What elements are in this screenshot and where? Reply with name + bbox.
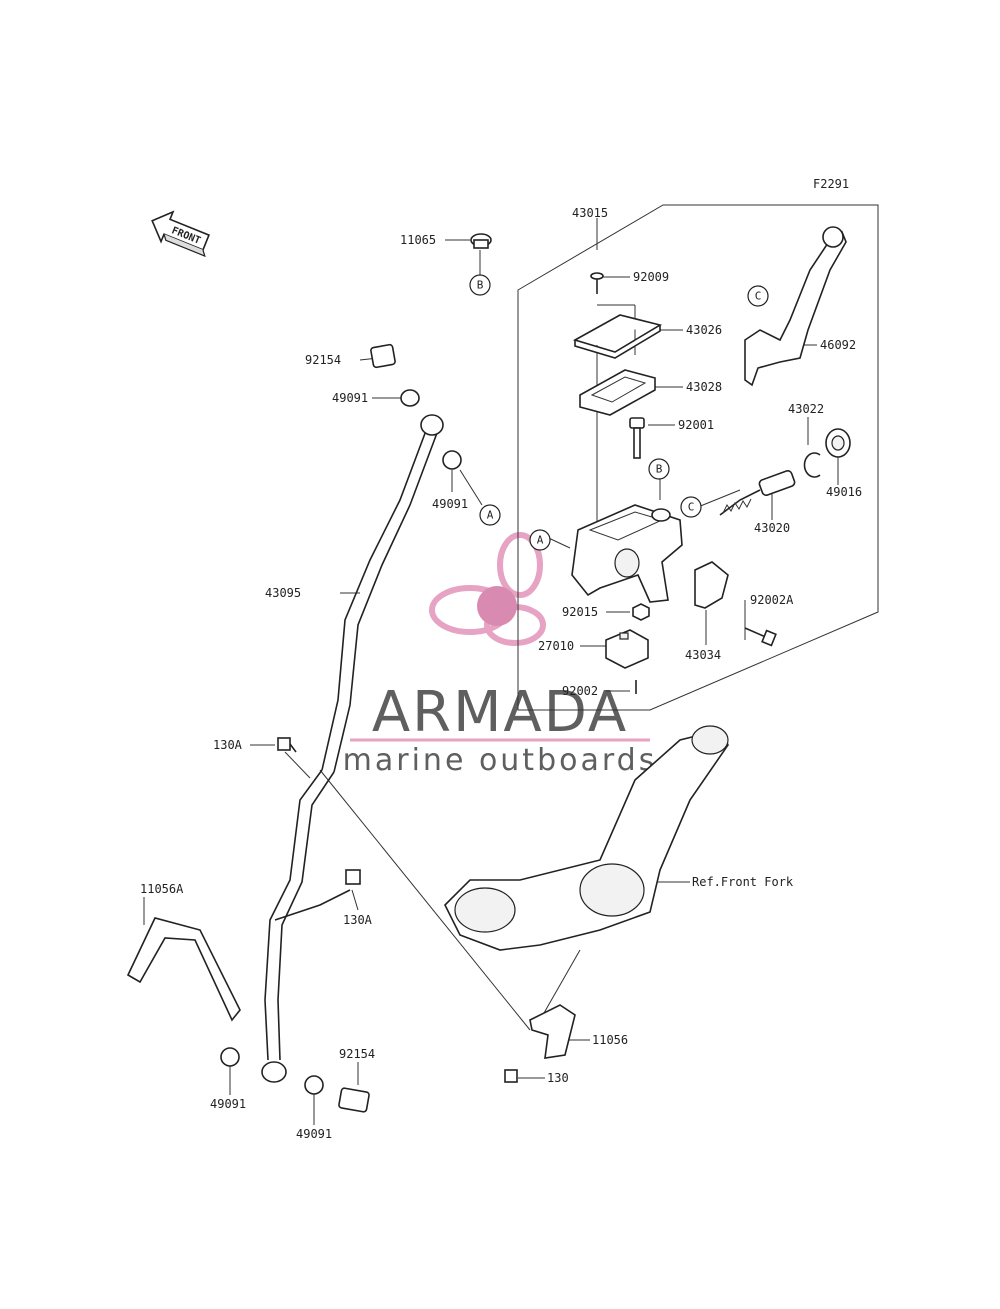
front-arrow-icon: FRONT [151,210,210,258]
label-43022: 43022 [788,402,824,416]
part-92001-bolt [629,417,645,459]
svg-text:B: B [656,463,663,476]
part-11056-bracket [529,1004,576,1059]
label-49091-bottom2: 49091 [296,1127,332,1141]
label-11056: 11056 [592,1033,628,1047]
part-92009-screw [590,272,604,294]
watermark-subtitle: marine outboards [343,743,658,778]
label-92002: 92002 [562,684,598,698]
part-92015-nut [632,603,650,621]
label-130A-mid: 130A [343,913,373,927]
svg-text:C: C [688,501,695,514]
part-43020-piston [719,469,796,516]
marker-c-lever: C [747,285,769,307]
label-92009: 92009 [633,270,669,284]
label-130: 130 [547,1071,569,1085]
svg-text:B: B [477,279,484,292]
front-fork-bracket [444,725,729,951]
part-43022-circlip [803,452,821,478]
label-130A-top: 130A [213,738,243,752]
label-49091-top1: 49091 [332,391,368,405]
part-130A-bolt-middle [345,869,361,885]
label-46092: 46092 [820,338,856,352]
label-43020: 43020 [754,521,790,535]
marker-b-cap: B [469,274,491,296]
part-11065-cap [470,233,492,249]
part-43026-cap [572,314,663,359]
svg-text:A: A [537,534,544,547]
part-130A-bolt-top [277,737,297,753]
marker-a-hose: A [479,504,501,526]
part-49091-washer-1 [400,389,420,407]
part-49091-washer-2 [442,450,462,470]
label-43028: 43028 [686,380,722,394]
part-43034-clamp [694,561,729,609]
part-92154-bolt-top [370,343,396,369]
part-49016-boot [825,428,851,458]
label-92001: 92001 [678,418,714,432]
label-43034: 43034 [685,648,721,662]
propeller-icon [429,532,546,646]
watermark-title: ARMADA [372,680,628,745]
part-130-bolt [504,1069,518,1083]
watermark-logo: ARMADA marine outboards [343,532,658,778]
svg-text:A: A [487,509,494,522]
label-43095: 43095 [265,586,301,600]
master-cylinder-body [571,504,683,603]
label-92015: 92015 [562,605,598,619]
part-49091-washer-3 [220,1047,240,1067]
assembly-43015-outline [517,204,879,711]
label-11056A: 11056A [140,882,184,896]
part-49091-washer-4 [304,1075,324,1095]
svg-text:C: C [755,290,762,303]
label-11065: 11065 [400,233,436,247]
leader-lines [143,218,839,1125]
part-11056A-bracket [126,917,241,1022]
marker-b-body: B [648,458,670,480]
label-27010: 27010 [538,639,574,653]
label-49091-bottom1: 49091 [210,1097,246,1111]
label-43015: 43015 [572,206,608,220]
label-92154-bottom: 92154 [339,1047,375,1061]
marker-c-body: C [680,496,702,518]
label-92002A: 92002A [750,593,794,607]
part-92154-bolt-bottom [338,1087,370,1113]
part-92002A-bolt [744,627,777,647]
marker-a-body: A [529,529,551,551]
part-43028-diaphragm [579,369,656,416]
label-49091-top2: 49091 [432,497,468,511]
label-92154-top: 92154 [305,353,341,367]
part-27010-switch [605,629,649,669]
label-43026: 43026 [686,323,722,337]
part-46092-lever [744,230,847,387]
label-ref-front-fork: Ref.Front Fork [692,875,794,889]
part-43095-hose [264,419,441,1061]
label-49016: 49016 [826,485,862,499]
figure-code: F2291 [813,177,849,191]
